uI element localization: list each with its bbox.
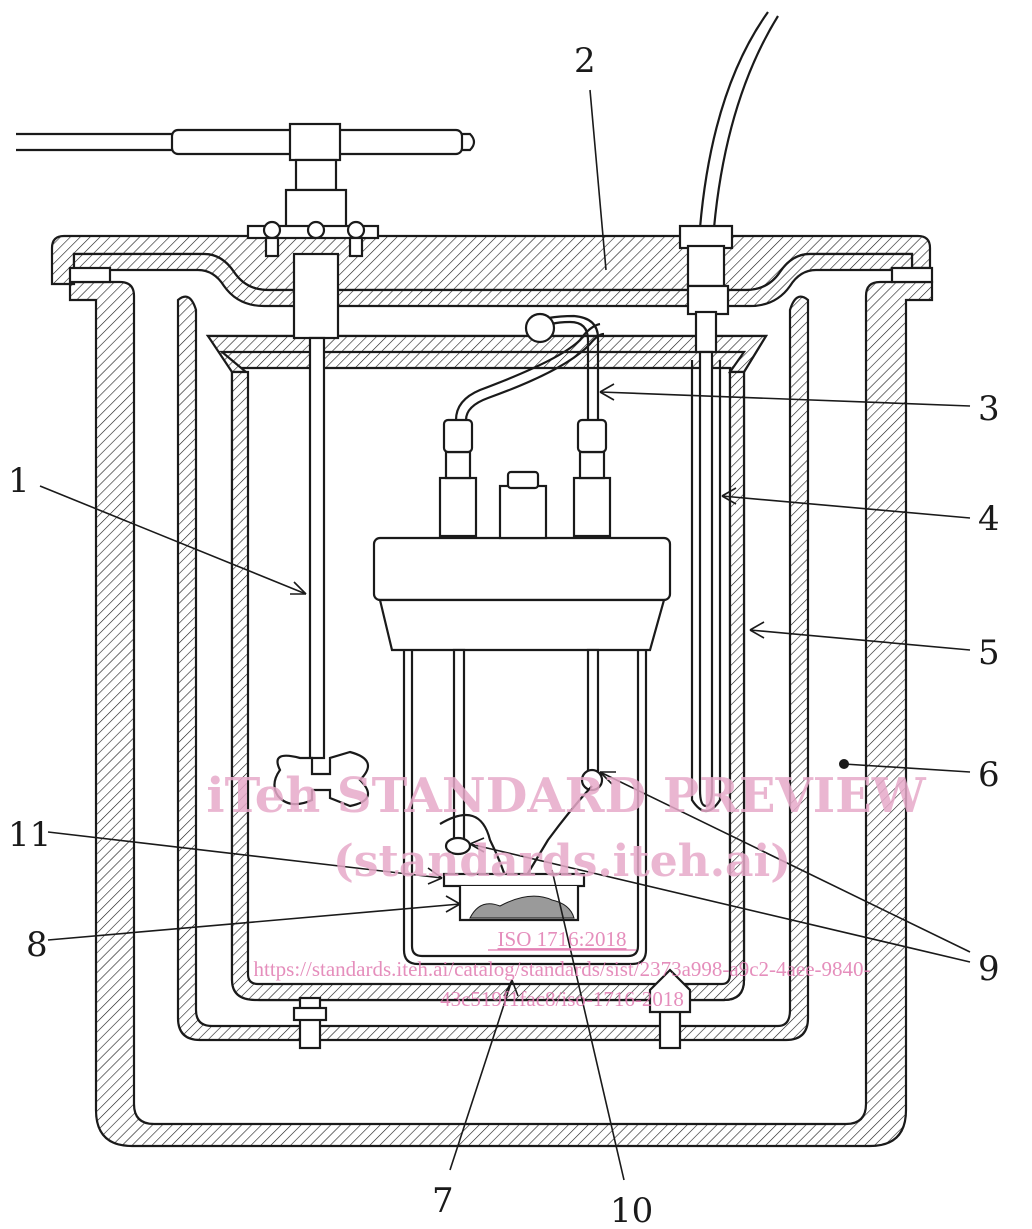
watermark-url-line1[interactable]: https://standards.iteh.ai/catalog/standa…: [254, 957, 871, 981]
label-4: 4: [978, 499, 1000, 539]
leader-lines: [39, 89, 971, 1181]
label-9: 9: [978, 949, 1000, 989]
calorimeter-vessel: [205, 334, 768, 1002]
outer-jacket: [68, 280, 934, 1148]
watermark-title: iTeh STANDARD PREVIEW: [206, 768, 926, 824]
jacket-water-dot: [839, 759, 849, 769]
watermark: iTeh STANDARD PREVIEW (standards.iteh.ai…: [206, 768, 926, 1011]
watermark-url-line2[interactable]: 43c519f1fac8/iso-1716-2018: [440, 987, 684, 1011]
watermark-site: (standards.iteh.ai): [333, 836, 791, 887]
label-11: 11: [8, 815, 51, 855]
label-2: 2: [574, 41, 596, 81]
label-5: 5: [978, 633, 1000, 673]
lid: [50, 234, 934, 308]
crucible-assembly: [439, 785, 593, 922]
thermometer: [678, 11, 779, 813]
callout-labels: 1 2 3 4 5 6 7 8 9 10 11: [8, 41, 1000, 1229]
label-1: 1: [8, 461, 30, 501]
watermark-standard-link[interactable]: ISO 1716:2018: [498, 927, 627, 951]
label-8: 8: [26, 925, 48, 965]
stirrer: [16, 122, 476, 808]
label-7: 7: [432, 1181, 454, 1221]
combustion-bomb: [372, 312, 672, 966]
label-6: 6: [978, 755, 1000, 795]
label-10: 10: [610, 1191, 653, 1229]
support-ring: [176, 295, 810, 1050]
label-3: 3: [978, 389, 1000, 429]
